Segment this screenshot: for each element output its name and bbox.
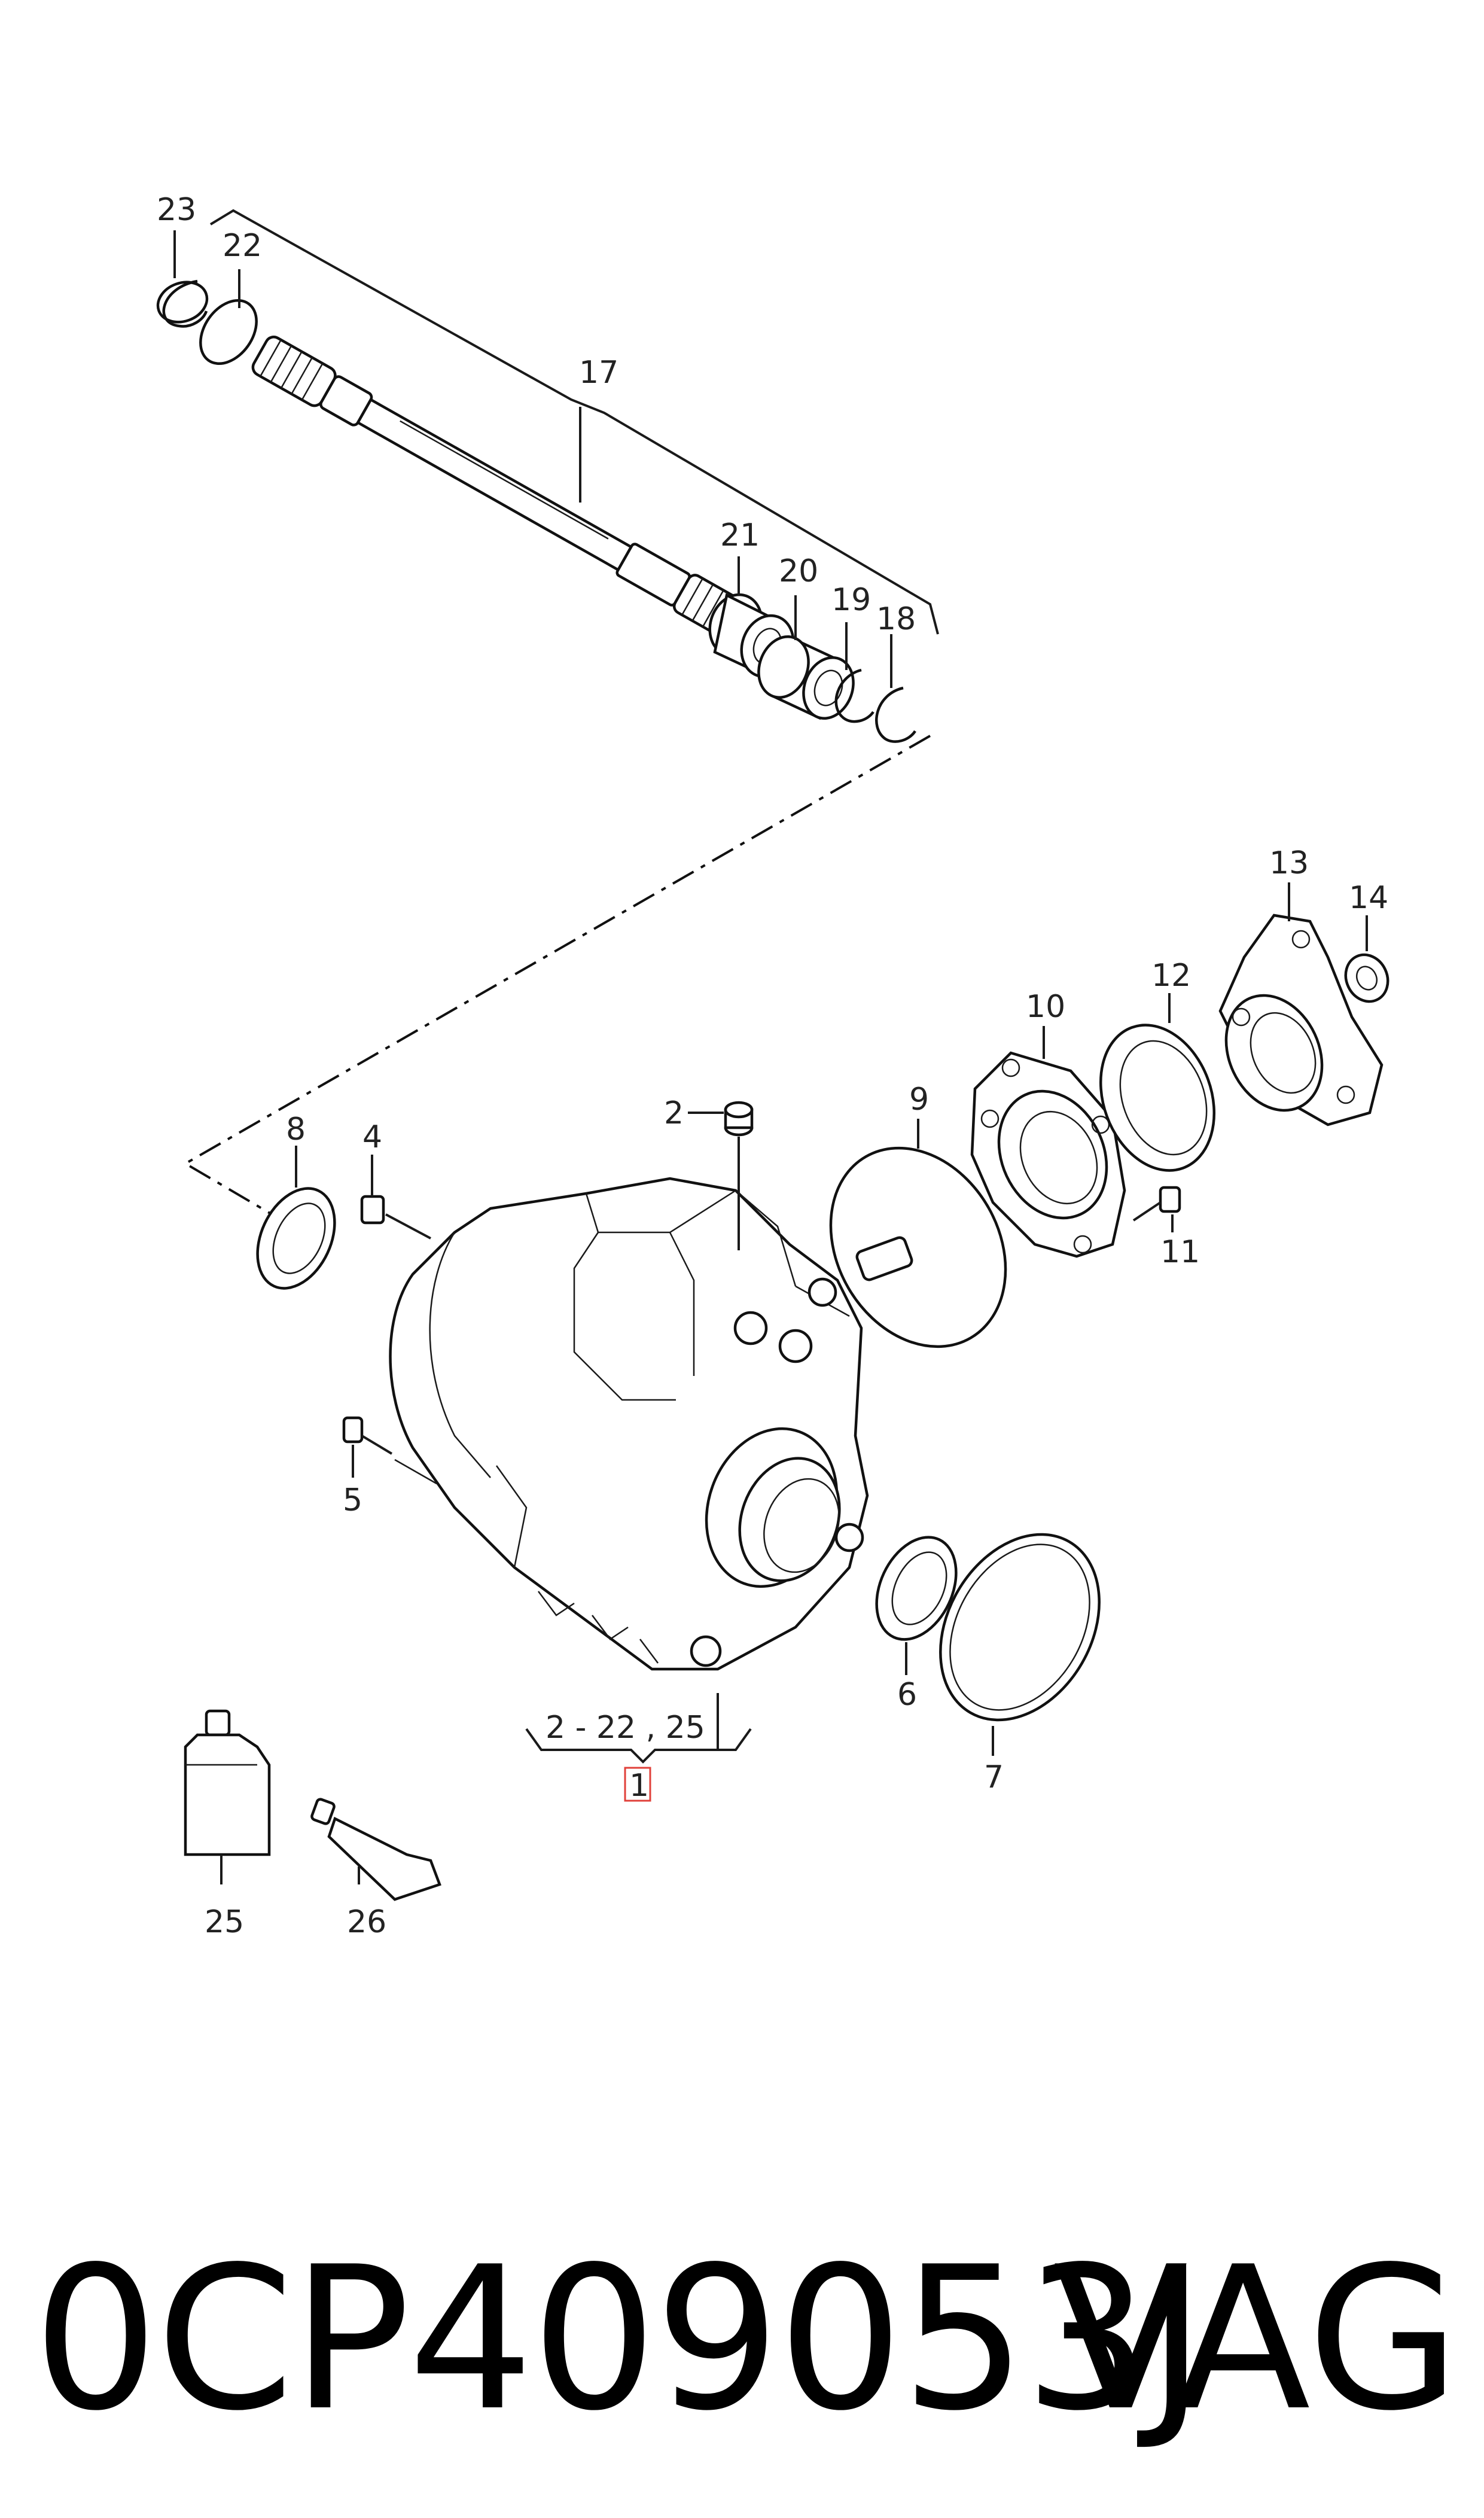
drive-shaft-assembly [156,209,939,743]
brand-name: VAG [1053,2224,1460,2454]
callout-26: 26 [347,1904,386,1940]
callout-10: 10 [1026,989,1065,1025]
callout-19: 19 [831,582,871,618]
plug-4 [360,1155,431,1240]
bolt-5 [342,1416,437,1485]
callout-5: 5 [343,1482,362,1518]
o-ring-9 [829,1146,1007,1348]
callout-6: 6 [897,1677,917,1713]
callout-9: 9 [909,1082,929,1118]
transfer-case-housing [389,1101,913,1671]
callout-17: 17 [579,355,618,391]
callout-18: 18 [876,601,916,637]
callout-14: 14 [1349,880,1388,916]
seal-8 [256,1187,336,1290]
o-ring-22 [199,299,258,366]
callout-8: 8 [286,1112,306,1147]
highlight-box-1 [624,1767,651,1802]
callout-4: 4 [362,1119,382,1155]
part-number: 0CP409053J [33,2224,1205,2454]
circlip-19 [834,668,874,723]
oil-bottle-25 [184,1709,271,1884]
callout-2: 2 [664,1095,684,1131]
callout-20: 20 [779,553,818,589]
seal-6 [875,1536,958,1675]
footer: 0CP409053J VAG [0,2213,1484,2465]
flange-13 [1218,882,1384,1126]
callout-22: 22 [223,228,262,264]
bearing-20 [757,635,855,720]
range-label: 2 - 22 , 25 [546,1710,705,1746]
callout-13: 13 [1269,845,1309,881]
circlip-18 [875,686,916,743]
bolt-11 [1132,1186,1181,1232]
callout-7: 7 [984,1759,1004,1795]
callout-12: 12 [1151,958,1191,994]
cover-10 [970,1026,1126,1258]
callout-11: 11 [1160,1234,1200,1270]
sealant-tube-26 [310,1798,441,1901]
seal-12 [1099,993,1216,1172]
cap-2 [688,1101,754,1250]
callout-25: 25 [205,1904,244,1940]
ring-7 [939,1533,1101,1756]
exploded-parts-diagram: 23 22 17 21 20 19 18 13 14 12 10 9 2 8 4… [156,192,1389,1940]
callout-23: 23 [157,192,196,228]
callout-1: 1 [629,1768,649,1804]
circlip-23 [162,279,208,328]
nut-14 [1344,915,1389,1003]
shaft-17 [251,336,748,641]
callout-21: 21 [720,517,760,553]
range-bracket [525,1693,752,1802]
